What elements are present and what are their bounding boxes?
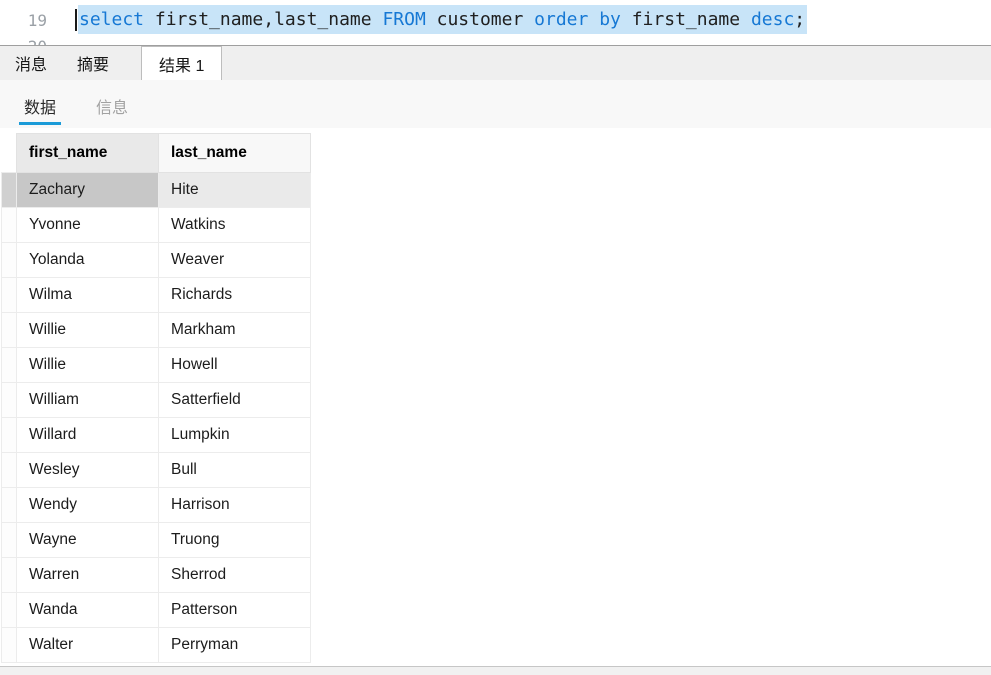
editor-line-18: 18 bbox=[0, 0, 991, 7]
result-subtab-bar: 数据 信息 bbox=[0, 80, 991, 128]
editor-line-20: 20 bbox=[0, 33, 991, 46]
header-gutter-cell bbox=[2, 134, 17, 173]
row-selector-cell[interactable] bbox=[1, 487, 17, 523]
cell-first_name[interactable]: Willard bbox=[16, 417, 159, 453]
cell-last_name[interactable]: Sherrod bbox=[158, 557, 311, 593]
row-selector-cell[interactable] bbox=[1, 207, 17, 243]
sql-statement: select first_name,last_name FROM custome… bbox=[75, 5, 808, 34]
sql-token-keyword: order by bbox=[534, 9, 632, 30]
sql-token-plain: first_name,last_name bbox=[154, 9, 383, 30]
row-selector-cell[interactable] bbox=[1, 522, 17, 558]
tab-result-1[interactable]: 结果 1 bbox=[141, 46, 223, 80]
text-cursor bbox=[75, 9, 77, 31]
cell-first_name[interactable]: William bbox=[16, 382, 159, 418]
cell-last_name[interactable]: Howell bbox=[158, 347, 311, 383]
sql-token-plain: customer bbox=[436, 9, 535, 30]
cell-last_name[interactable]: Bull bbox=[158, 452, 311, 488]
cell-first_name[interactable]: Wendy bbox=[16, 487, 159, 523]
cell-last_name[interactable]: Richards bbox=[158, 277, 311, 313]
line-number-19: 19 bbox=[27, 10, 47, 30]
cell-first_name[interactable]: Willie bbox=[16, 347, 159, 383]
tab-summary[interactable]: 摘要 bbox=[77, 57, 110, 74]
row-selector-cell[interactable] bbox=[1, 277, 17, 313]
cell-last_name[interactable]: Perryman bbox=[158, 627, 311, 663]
column-header-first_name[interactable]: first_name bbox=[16, 133, 159, 173]
cell-first_name[interactable]: Yvonne bbox=[16, 207, 159, 243]
cell-last_name[interactable]: Markham bbox=[158, 312, 311, 348]
cell-first_name[interactable]: Wesley bbox=[16, 452, 159, 488]
line-number-20: 20 bbox=[0, 37, 47, 46]
row-selector-cell[interactable] bbox=[1, 417, 17, 453]
cell-first_name[interactable]: Wayne bbox=[16, 522, 159, 558]
subtab-data[interactable]: 数据 bbox=[19, 82, 62, 128]
sql-selected-text: select first_name,last_name FROM custome… bbox=[78, 5, 808, 34]
sql-token-keyword: select bbox=[79, 9, 155, 30]
horizontal-scrollbar[interactable] bbox=[0, 666, 991, 675]
row-selector-cell[interactable] bbox=[1, 347, 17, 383]
row-selector-cell[interactable] bbox=[1, 382, 17, 418]
sql-token-plain: ; bbox=[794, 9, 806, 30]
cell-last_name[interactable]: Watkins bbox=[158, 207, 311, 243]
row-selector-cell[interactable] bbox=[1, 312, 17, 348]
row-selector-cell[interactable] bbox=[1, 627, 17, 663]
subtab-info[interactable]: 信息 bbox=[96, 100, 129, 117]
cell-last_name[interactable]: Lumpkin bbox=[158, 417, 311, 453]
row-selector-cell[interactable] bbox=[1, 242, 17, 278]
cell-first_name[interactable]: Willie bbox=[16, 312, 159, 348]
cell-first_name[interactable]: Yolanda bbox=[16, 242, 159, 278]
result-tab-bar: 消息 摘要 结果 1 bbox=[0, 45, 991, 80]
cell-first_name[interactable]: Warren bbox=[16, 557, 159, 593]
cell-first_name[interactable]: Wanda bbox=[16, 592, 159, 628]
tab-messages[interactable]: 消息 bbox=[15, 57, 48, 74]
cell-last_name[interactable]: Hite bbox=[158, 172, 311, 208]
line-number-18: 18 bbox=[0, 0, 47, 4]
cell-last_name[interactable]: Satterfield bbox=[158, 382, 311, 418]
cell-first_name[interactable]: Walter bbox=[16, 627, 159, 663]
column-header-last_name[interactable]: last_name bbox=[158, 133, 311, 173]
sql-token-plain: first_name bbox=[631, 9, 751, 30]
cell-first_name[interactable]: Zachary bbox=[16, 172, 159, 208]
cell-last_name[interactable]: Truong bbox=[158, 522, 311, 558]
sql-token-keyword: desc bbox=[750, 9, 795, 30]
row-selector-cell[interactable] bbox=[1, 557, 17, 593]
sql-editor[interactable]: 18 19 select first_name,last_name FROM c… bbox=[0, 0, 991, 45]
sql-token-keyword: FROM bbox=[382, 9, 437, 30]
row-selector-cell[interactable] bbox=[1, 452, 17, 488]
cell-last_name[interactable]: Harrison bbox=[158, 487, 311, 523]
row-selector-cell[interactable] bbox=[1, 172, 17, 208]
cell-first_name[interactable]: Wilma bbox=[16, 277, 159, 313]
cell-last_name[interactable]: Weaver bbox=[158, 242, 311, 278]
row-selector-cell[interactable] bbox=[1, 592, 17, 628]
cell-last_name[interactable]: Patterson bbox=[158, 592, 311, 628]
editor-line-19: 19 select first_name,last_name FROM cust… bbox=[0, 5, 991, 34]
